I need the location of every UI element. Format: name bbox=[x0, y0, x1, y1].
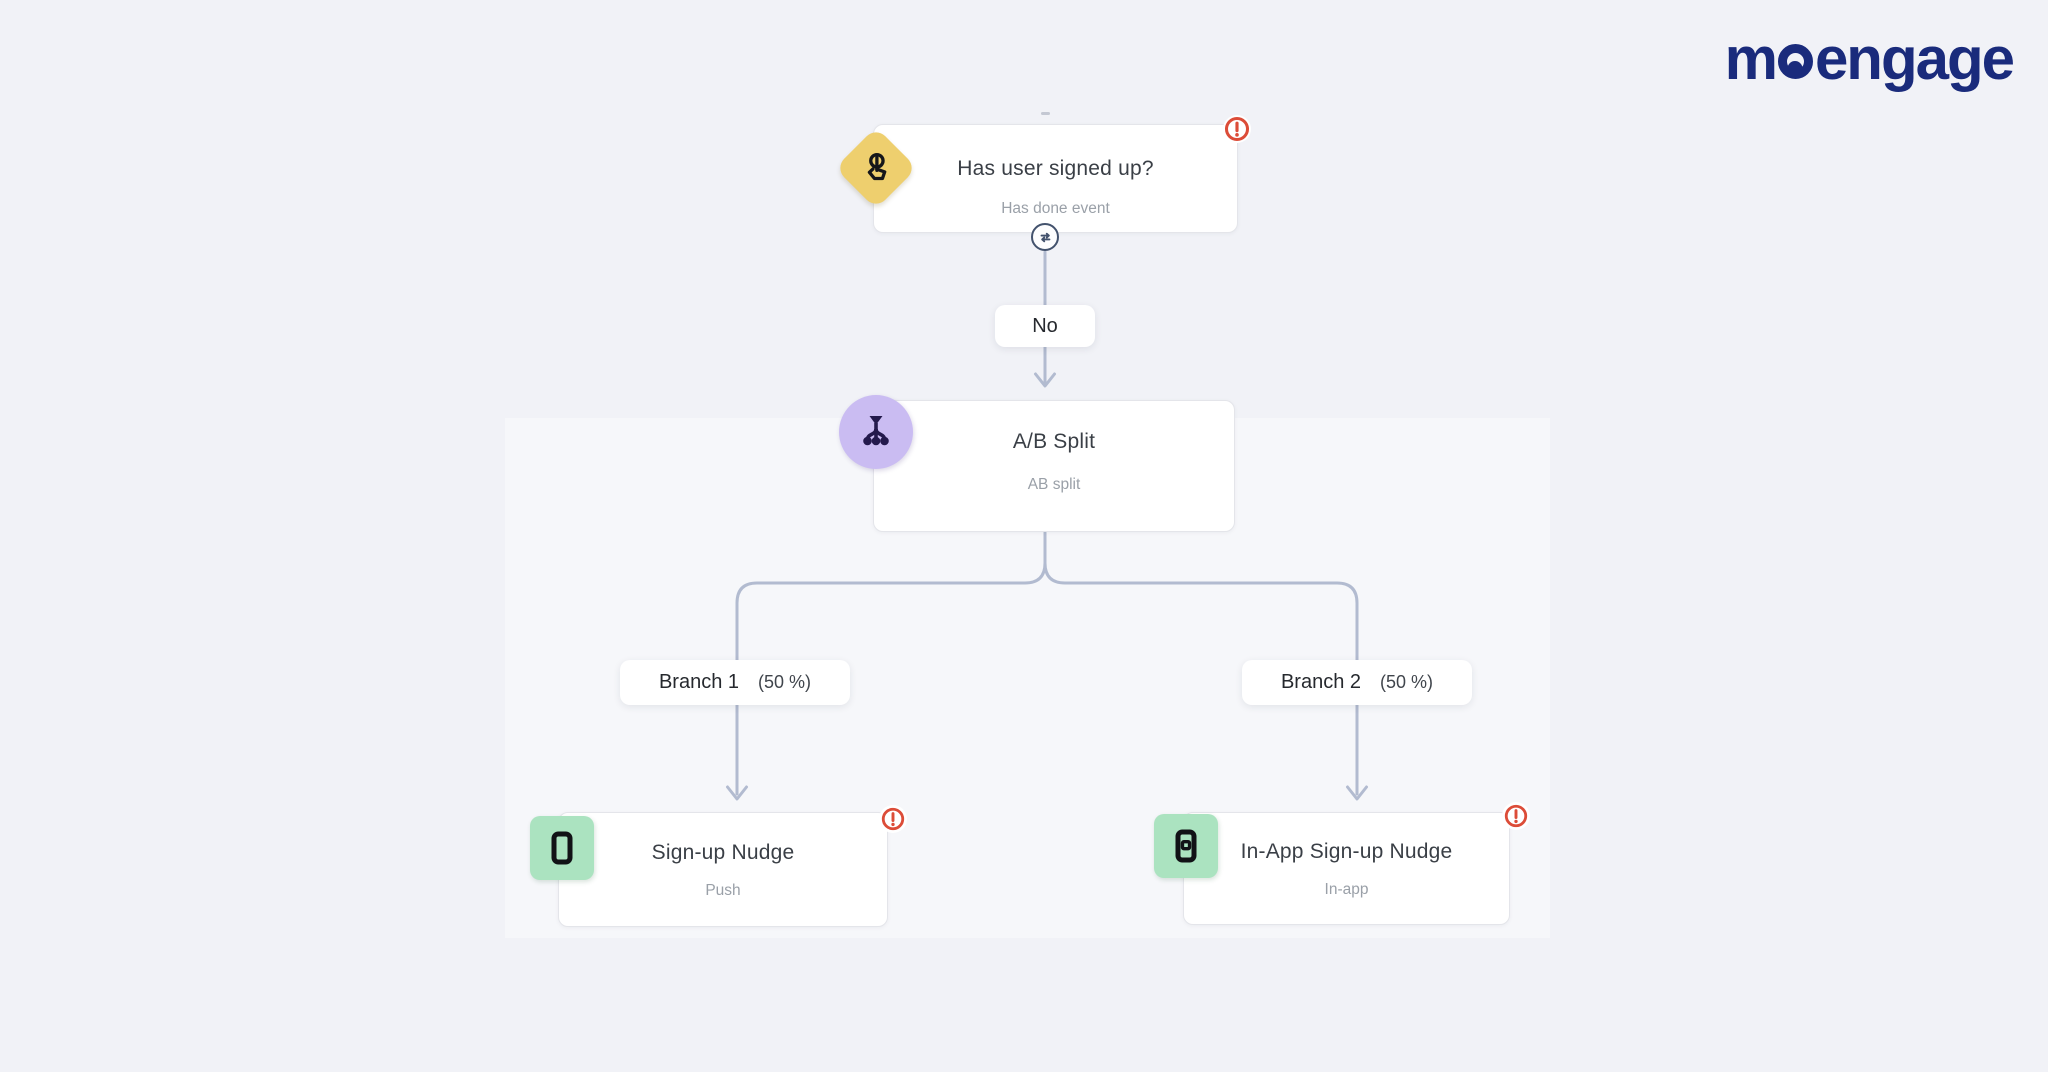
node-subtitle: Has done event bbox=[1001, 200, 1110, 217]
branch1-name: Branch 1 bbox=[658, 671, 740, 693]
logo-text-engage: engage bbox=[1814, 25, 2015, 92]
node-subtitle: In-app bbox=[1324, 881, 1369, 898]
node-title: A/B Split bbox=[1012, 430, 1096, 453]
alert-icon[interactable] bbox=[879, 805, 907, 833]
node-title: In-App Sign-up Nudge bbox=[1240, 840, 1453, 863]
branch2-name: Branch 2 bbox=[1280, 671, 1362, 693]
swap-arrows-icon[interactable] bbox=[1031, 223, 1059, 251]
mobile-phone-icon bbox=[530, 816, 594, 880]
edge-branch2-arrowhead bbox=[1346, 785, 1368, 801]
in-app-message-icon bbox=[1154, 814, 1218, 878]
node-title: Sign-up Nudge bbox=[651, 841, 795, 864]
edge-label-no[interactable]: No bbox=[995, 305, 1095, 347]
logo-o-mark-icon bbox=[1777, 44, 1813, 79]
edge-label-branch2[interactable]: Branch 2 (50 %) bbox=[1242, 660, 1472, 705]
edge-branch1-arrowhead bbox=[726, 785, 748, 801]
alert-icon[interactable] bbox=[1223, 115, 1251, 143]
alert-icon[interactable] bbox=[1502, 802, 1530, 830]
node-subtitle: Push bbox=[705, 882, 741, 899]
node-title: Has user signed up? bbox=[957, 157, 1154, 180]
node-inapp-signup-nudge[interactable]: In-App Sign-up Nudge In-app bbox=[1183, 812, 1510, 925]
split-branch-icon bbox=[839, 395, 913, 469]
edge-label-branch1[interactable]: Branch 1 (50 %) bbox=[620, 660, 850, 705]
node-ab-split[interactable]: A/B Split AB split bbox=[873, 400, 1235, 532]
branch1-percent: (50 %) bbox=[758, 672, 812, 692]
logo-text-m: m bbox=[1724, 25, 1778, 92]
top-connector-stub bbox=[1041, 112, 1050, 115]
node-has-user-signed-up[interactable]: Has user signed up? Has done event bbox=[873, 124, 1238, 233]
node-signup-nudge[interactable]: Sign-up Nudge Push bbox=[558, 812, 888, 927]
edge-label-no-text: No bbox=[1032, 314, 1058, 337]
logo-o-dome bbox=[1787, 61, 1803, 70]
edge-no-arrowhead bbox=[1034, 372, 1056, 388]
edge-branch2-line bbox=[1043, 531, 1359, 796]
branch2-percent: (50 %) bbox=[1380, 672, 1434, 692]
edge-branch1-line bbox=[735, 531, 1047, 796]
node-subtitle: AB split bbox=[1027, 476, 1081, 493]
tap-gesture-icon bbox=[834, 126, 918, 210]
